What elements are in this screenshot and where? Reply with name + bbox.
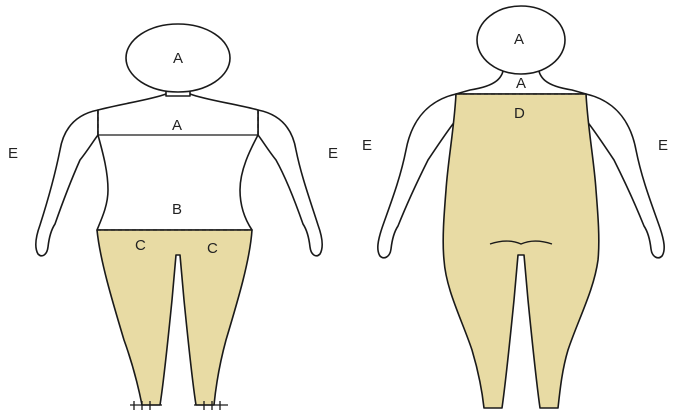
front-legs-region-c [97, 230, 252, 405]
front-figure: A A B C C E E [8, 24, 338, 410]
front-label-chest: A [172, 117, 182, 134]
front-arm-left [36, 110, 98, 256]
back-figure: A A D E E [362, 6, 668, 408]
front-label-leg-left: C [135, 237, 146, 254]
back-label-arm-right: E [658, 137, 668, 154]
back-label-head: A [514, 31, 524, 48]
back-label-neck: A [516, 75, 526, 92]
front-label-abdomen: B [172, 201, 182, 218]
front-label-arm-left: E [8, 145, 18, 162]
front-label-arm-right: E [328, 145, 338, 162]
front-label-head: A [173, 50, 183, 67]
back-trunk-region-d [443, 94, 599, 408]
back-label-trunk: D [514, 105, 525, 122]
front-arm-right [258, 110, 322, 256]
front-label-leg-right: C [207, 240, 218, 257]
back-label-arm-left: E [362, 137, 372, 154]
